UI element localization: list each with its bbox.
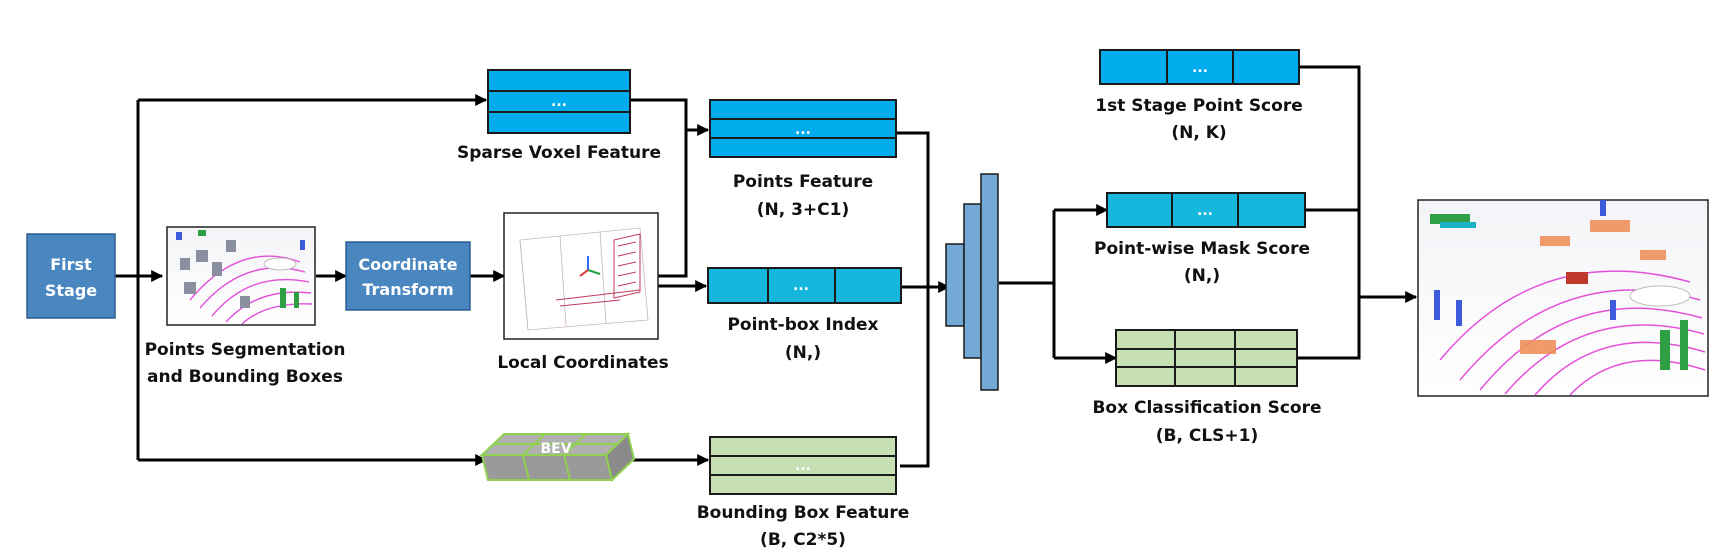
bbox-feature-tensor: ... <box>709 436 897 495</box>
mask-score-tensor: ... <box>1106 192 1306 228</box>
connections <box>115 65 1418 468</box>
bbox-feature-label: Bounding Box Feature <box>697 503 910 523</box>
points-feature-label: Points Feature <box>733 172 873 192</box>
box-cls-tensor <box>1115 329 1298 387</box>
seg-label-line2: and Bounding Boxes <box>147 367 343 387</box>
sparse-voxel-tensor: ... <box>487 69 631 134</box>
seg-label-line1: Points Segmentation <box>145 340 346 360</box>
local-coords-label: Local Coordinates <box>497 353 668 373</box>
stage1-score-label: 1st Stage Point Score <box>1095 96 1302 116</box>
coord-transform-line1: Coordinate <box>358 255 457 274</box>
segmentation-image <box>166 226 316 326</box>
sparse-voxel-ellipsis: ... <box>551 94 567 110</box>
sparse-voxel-label: Sparse Voxel Feature <box>457 143 661 163</box>
mask-score-ellipsis: ... <box>1197 203 1213 219</box>
points-feature-shape: (N, 3+C1) <box>757 200 850 220</box>
bev-grid: BEV <box>479 432 636 482</box>
mask-score-label: Point-wise Mask Score <box>1094 239 1310 259</box>
bev-label: BEV <box>540 441 571 457</box>
points-feature-ellipsis: ... <box>795 122 811 138</box>
points-feature-tensor: ... <box>709 99 897 158</box>
stage1-score-shape: (N, K) <box>1171 123 1226 143</box>
coordinate-transform-node: Coordinate Transform <box>345 241 471 311</box>
point-box-index-ellipsis: ... <box>793 278 809 294</box>
point-box-index-tensor: ... <box>707 267 902 304</box>
mask-score-shape: (N,) <box>1184 266 1220 286</box>
bbox-feature-shape: (B, C2*5) <box>760 530 846 550</box>
coord-transform-line2: Transform <box>362 280 453 299</box>
network-block <box>945 173 999 391</box>
bbox-feature-ellipsis: ... <box>795 458 811 474</box>
first-stage-node: First Stage <box>26 233 116 319</box>
local-coordinates-image <box>503 212 659 340</box>
box-cls-label: Box Classification Score <box>1092 398 1321 418</box>
point-box-index-label: Point-box Index <box>727 315 878 335</box>
point-box-index-shape: (N,) <box>785 343 821 363</box>
stage1-score-tensor: ... <box>1099 49 1300 85</box>
first-stage-line2: Stage <box>45 281 97 300</box>
output-image <box>1417 199 1709 397</box>
stage1-score-ellipsis: ... <box>1192 60 1208 76</box>
box-cls-shape: (B, CLS+1) <box>1156 426 1259 446</box>
first-stage-line1: First <box>50 255 92 274</box>
